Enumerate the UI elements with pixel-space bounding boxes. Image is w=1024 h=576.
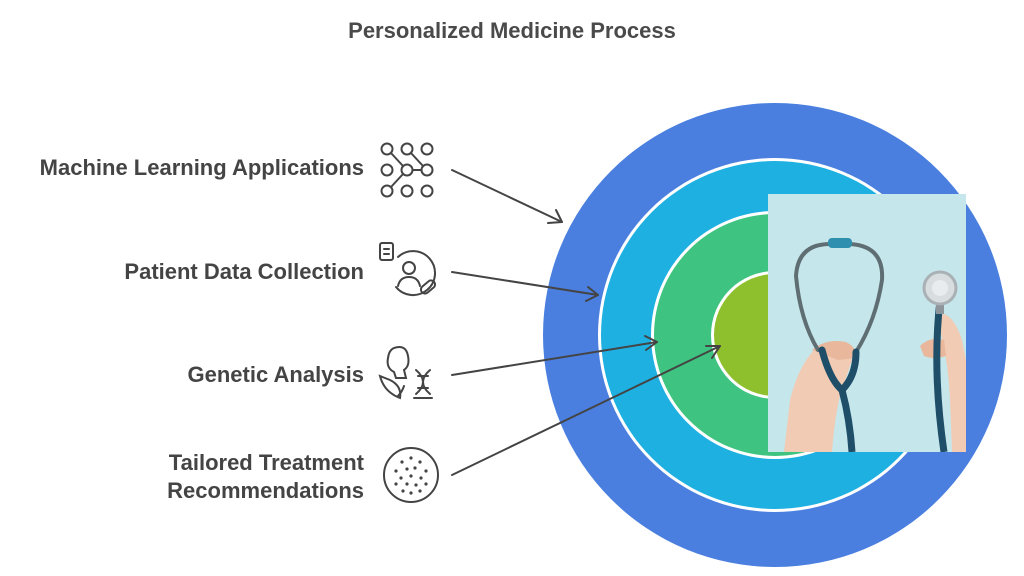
patient-data-icon bbox=[378, 241, 440, 303]
arrow-tailored-treatment bbox=[451, 345, 721, 476]
label-genetic-analysis: Genetic Analysis bbox=[187, 362, 364, 387]
diagram-title: Personalized Medicine Process bbox=[348, 18, 676, 43]
arrow-genetic-analysis bbox=[451, 341, 658, 376]
dotted-circle-icon bbox=[380, 444, 442, 506]
connector-arrows bbox=[451, 169, 721, 476]
label-machine-learning: Machine Learning Applications bbox=[39, 155, 364, 180]
label-patient-data-collection: Patient Data Collection bbox=[124, 259, 364, 284]
arrow-machine-learning bbox=[451, 169, 563, 223]
network-nodes-icon bbox=[376, 139, 438, 201]
stethoscope-photo bbox=[768, 194, 966, 452]
label-tailored-treatment: Tailored Treatment Recommendations bbox=[167, 450, 364, 503]
dna-icon bbox=[376, 342, 438, 404]
arrow-patient-data bbox=[451, 271, 599, 296]
